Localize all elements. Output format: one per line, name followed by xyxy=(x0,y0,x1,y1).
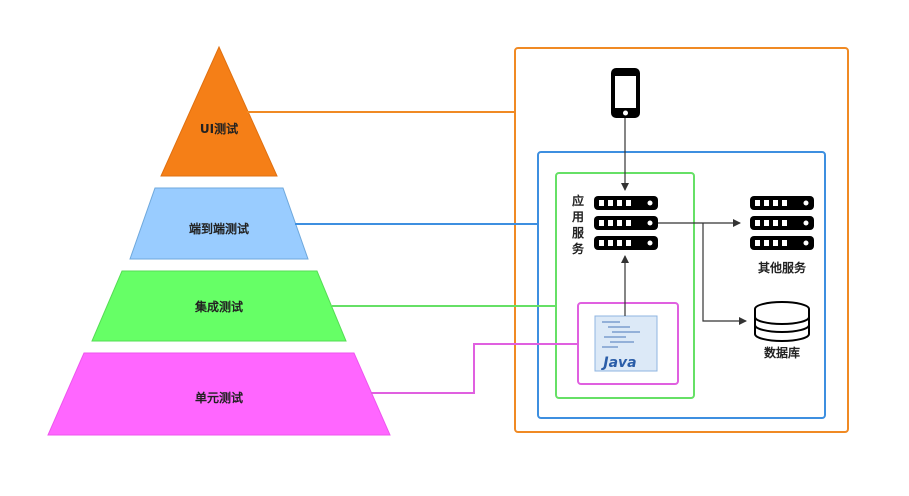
app-service-label-1: 应 xyxy=(572,193,584,208)
connector-unit xyxy=(371,343,578,394)
phone-icon xyxy=(611,68,640,118)
pyramid-layer-integration xyxy=(91,270,347,342)
java-file-icon: Java xyxy=(594,315,658,372)
pyramid-layer-e2e xyxy=(129,187,309,260)
pyramid-label-integration: 集成测试 xyxy=(194,299,243,314)
pyramid-layer-unit xyxy=(47,352,391,436)
other-services-label: 其他服务 xyxy=(758,260,807,275)
pyramid-label-ui: UI测试 xyxy=(200,121,238,136)
database-label: 数据库 xyxy=(764,345,800,360)
database-icon xyxy=(754,301,810,342)
pyramid-label-e2e: 端到端测试 xyxy=(189,221,249,236)
app-server-icon xyxy=(594,196,658,250)
e2e-scope-box xyxy=(537,151,826,419)
app-service-label-3: 服 xyxy=(572,225,585,240)
java-label: Java xyxy=(600,355,636,371)
app-service-label-4: 务 xyxy=(572,241,585,256)
arrow-app-to-database xyxy=(702,223,747,325)
pyramid-label-unit: 单元测试 xyxy=(195,390,243,405)
other-services-server-icon xyxy=(750,196,814,250)
app-service-label-2: 用 xyxy=(571,210,584,224)
ui-scope-box xyxy=(514,47,849,433)
